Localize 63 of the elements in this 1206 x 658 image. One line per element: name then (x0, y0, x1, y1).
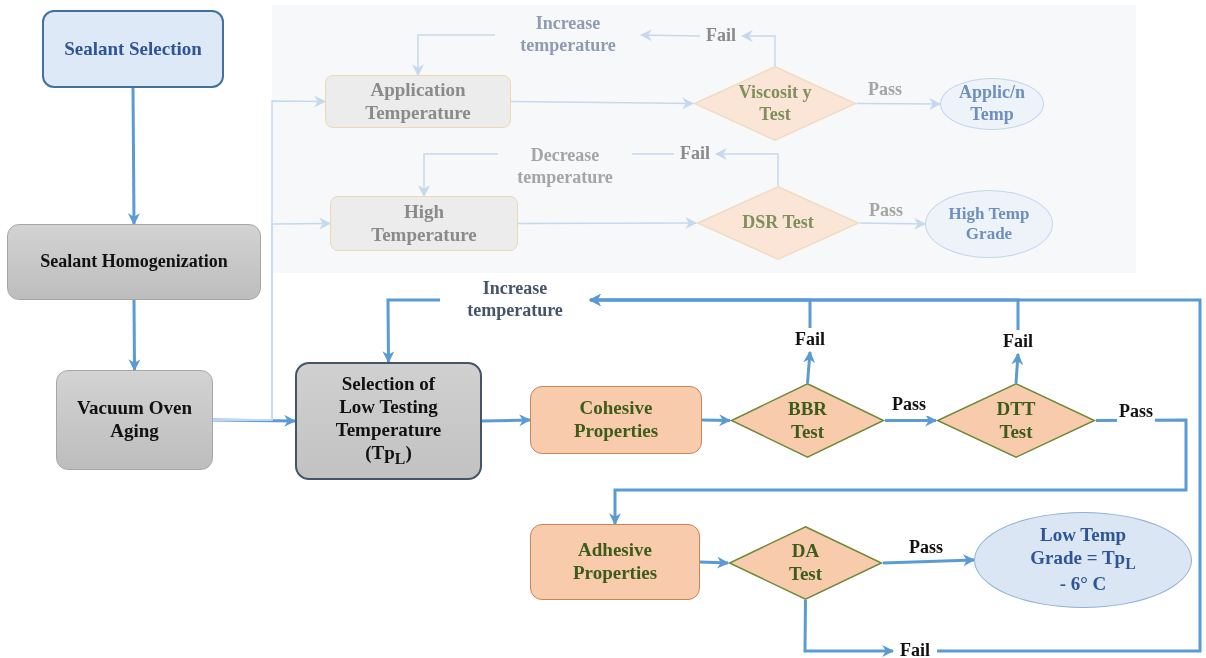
node-text: Cohesive Properties (572, 397, 660, 443)
arrow (803, 350, 816, 384)
arrow (588, 294, 1020, 330)
step-label: Fail (893, 640, 937, 658)
arrow (127, 88, 140, 226)
step-label: Fail (700, 24, 742, 48)
process-box (530, 524, 700, 600)
step-label: Increase temperature (440, 274, 590, 326)
arrow (481, 414, 532, 427)
arrow (212, 414, 297, 427)
node-text: Viscosit y Test (737, 81, 813, 126)
node-text: Applic/n Temp (958, 82, 1026, 126)
arrow (803, 600, 895, 657)
arrow (714, 148, 779, 187)
decision-diamond (728, 526, 883, 600)
node-text: Application Temperature (364, 78, 472, 125)
edge-label: Pass (890, 394, 928, 416)
arrow (701, 414, 732, 427)
node-text: High Temperature (370, 200, 478, 247)
step-label: Fail (997, 330, 1039, 354)
process-box (325, 75, 511, 128)
step-label: Increase temperature (495, 12, 641, 58)
node-text: DSR Test (741, 212, 815, 234)
arrow (885, 414, 938, 427)
node-text: DTT Test (995, 397, 1037, 444)
arrow (859, 217, 927, 230)
arrow (740, 30, 776, 67)
decision-diamond (693, 66, 857, 141)
arrow (412, 34, 496, 77)
arrow (882, 554, 976, 567)
arrow (510, 97, 695, 110)
step-label: Fail (789, 328, 831, 352)
arrow (639, 29, 701, 42)
node-text: Sealant Homogenization (39, 251, 229, 273)
node-text: Low Temp Grade = Tp$_{L}$ - 6° C (1029, 523, 1137, 597)
process-box (42, 10, 224, 88)
arrow (609, 418, 1188, 526)
node-text: Sealant Selection (63, 37, 203, 61)
arrow (382, 298, 440, 364)
process-box (530, 386, 702, 454)
node-text: High Temp Grade (947, 203, 1031, 245)
node-text: Selection of Low Testing Temperature (Tp$_{L}$) (334, 373, 443, 469)
arrow (699, 556, 730, 569)
arrow (128, 300, 141, 372)
process-box (56, 370, 213, 470)
decision-diamond (730, 383, 885, 458)
node-text: Vacuum Oven Aging (76, 397, 193, 443)
process-box (295, 362, 482, 480)
decision-diamond (696, 186, 860, 260)
node-text: Adhesive Properties (571, 539, 659, 585)
arrow (856, 97, 942, 110)
step-label: Fail (674, 142, 716, 166)
faded-panel (272, 5, 1136, 273)
arrow (1011, 352, 1024, 384)
node-text: DA Test (787, 540, 824, 586)
edge-label: Decrease temperature (498, 145, 632, 189)
arrow (517, 217, 698, 230)
decision-diamond (936, 383, 1096, 458)
process-box (330, 196, 518, 251)
arrow (212, 217, 332, 421)
process-box (7, 224, 261, 300)
edge-label: Pass (1117, 401, 1155, 423)
node-text: BBR Test (786, 397, 829, 444)
